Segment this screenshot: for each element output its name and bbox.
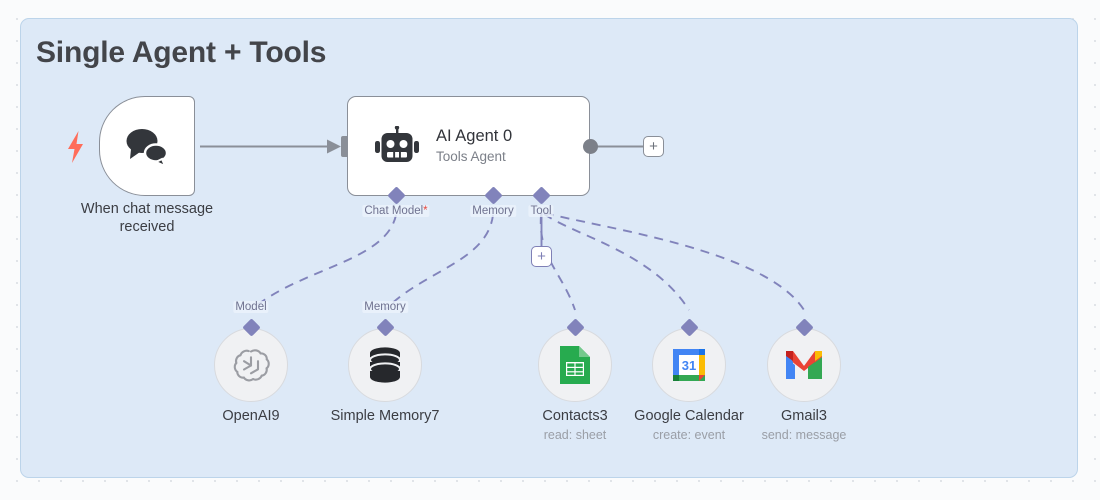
sub-node-openai-name: OpenAI9: [222, 408, 280, 424]
database-icon: [369, 347, 401, 383]
openai-icon: [233, 349, 270, 382]
sub-node-calendar-subtitle: create: event: [652, 428, 726, 442]
required-marker: *: [423, 205, 428, 217]
trigger-label-line1: When chat message: [80, 201, 214, 217]
svg-text:31: 31: [682, 358, 696, 373]
google-calendar-icon: 31: [673, 349, 705, 381]
sub-node-contacts-circle[interactable]: [538, 328, 612, 402]
sub-node-gmail[interactable]: Gmail3 send: message: [762, 318, 846, 442]
trigger-node-label: When chat message received: [62, 200, 232, 236]
sub-node-contacts-name: Contacts3: [542, 408, 608, 424]
agent-title: AI Agent 0: [436, 127, 513, 145]
sub-node-memory-name: Simple Memory7: [330, 408, 440, 424]
sub-node-calendar-circle[interactable]: 31: [652, 328, 726, 402]
sub-node-openai-top-label: Model: [233, 301, 269, 313]
agent-text-block: AI Agent 0 Tools Agent: [436, 126, 512, 166]
connector-chat-model-text: Chat Model: [364, 205, 424, 217]
sub-node-calendar-name: Google Calendar: [634, 408, 744, 424]
sub-node-google-calendar[interactable]: 31 Google Calendar create: event: [634, 318, 744, 442]
trigger-node-when-chat-message-received[interactable]: [99, 96, 195, 196]
sub-node-gmail-circle[interactable]: [767, 328, 841, 402]
add-tool-button[interactable]: +: [531, 246, 552, 267]
sub-node-contacts[interactable]: Contacts3 read: sheet: [538, 318, 612, 442]
add-node-button[interactable]: +: [643, 136, 664, 157]
sub-node-simple-memory[interactable]: Memory Simple Memory7: [331, 301, 439, 424]
chat-bubbles-icon: [126, 129, 169, 167]
connector-tool-label: Tool: [528, 205, 554, 217]
gmail-icon: [786, 351, 822, 379]
sub-node-contacts-subtitle: read: sheet: [543, 428, 607, 442]
sub-node-gmail-subtitle: send: message: [761, 428, 847, 442]
robot-icon: [375, 126, 419, 162]
google-sheets-icon: [560, 346, 590, 384]
agent-output-port[interactable]: [583, 139, 598, 154]
sub-node-gmail-name: Gmail3: [781, 408, 827, 424]
trigger-label-line2: received: [119, 219, 175, 235]
connector-chat-model-label: Chat Model*: [362, 205, 430, 217]
agent-subtitle: Tools Agent: [436, 149, 506, 164]
page-title: Single Agent + Tools: [36, 36, 327, 69]
ai-agent-node[interactable]: AI Agent 0 Tools Agent: [347, 96, 590, 196]
sub-node-memory-circle[interactable]: [348, 328, 422, 402]
connector-memory-label: Memory: [470, 205, 516, 217]
lightning-bolt-icon: [68, 131, 83, 163]
sub-node-openai[interactable]: Model: [214, 301, 288, 424]
sub-node-openai-circle[interactable]: [214, 328, 288, 402]
agent-input-port[interactable]: [341, 136, 350, 157]
sub-node-memory-top-label: Memory: [362, 301, 408, 313]
